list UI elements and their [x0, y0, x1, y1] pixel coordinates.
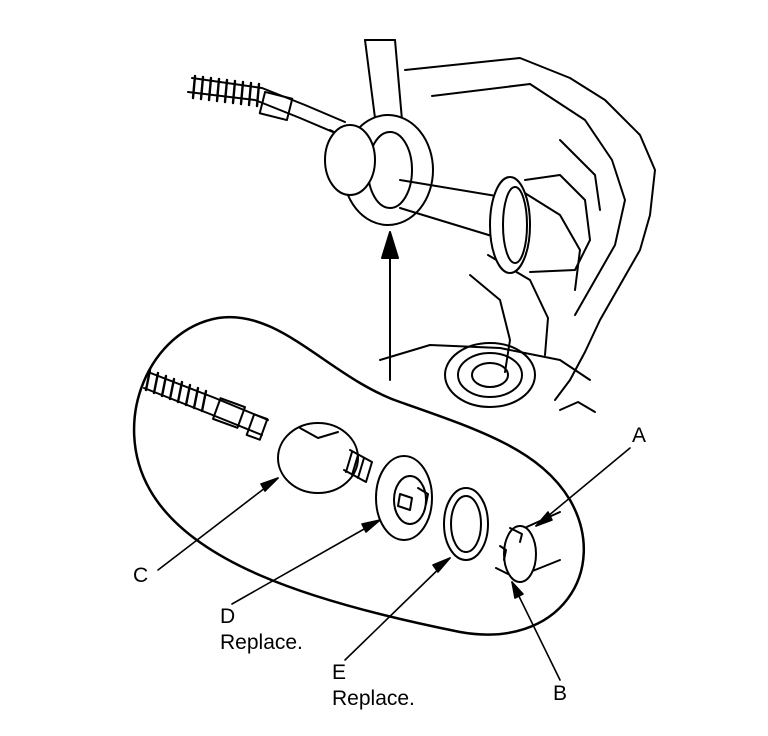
part-c-socket-top: [299, 427, 339, 439]
leader-e-head: [432, 557, 451, 573]
assembly-arrow-head: [381, 231, 399, 259]
part-c-tie-rod-end: [143, 368, 373, 494]
part-c-shaft: [143, 371, 269, 436]
part-c-thread: [144, 368, 208, 413]
rack-stop: [495, 567, 509, 575]
leader-lines: [157, 447, 631, 681]
leader-d: [231, 519, 381, 605]
label-d-note: Replace.: [220, 631, 303, 654]
mount-plate: [379, 344, 591, 381]
rack-housing-outline: [404, 57, 656, 401]
rack-end: [495, 511, 561, 583]
leader-a-head: [535, 511, 553, 527]
mount-edge: [559, 401, 596, 413]
part-d-tab-2: [417, 487, 429, 505]
detail-capsule: [132, 315, 586, 636]
label-e: E: [332, 661, 347, 684]
boot-ring-inner: [502, 186, 528, 264]
boot-ring: [489, 176, 531, 274]
part-c-hex: [212, 397, 246, 429]
part-d-outer: [375, 455, 433, 541]
upper-assembly: [187, 39, 656, 401]
rack-slot-b: [499, 545, 507, 561]
housing-rib-2: [519, 189, 581, 291]
part-c-ball-socket: [277, 422, 359, 494]
leader-a: [535, 447, 631, 527]
housing-rib: [559, 139, 601, 211]
rack-housing-inner: [431, 83, 626, 316]
part-e-inner: [450, 495, 482, 553]
label-d: D: [220, 605, 236, 628]
bracket-lower: [469, 274, 511, 373]
knuckle-arm: [364, 39, 403, 121]
rack-end-face: [503, 525, 537, 583]
part-d-lock-washer: [375, 455, 433, 541]
upper-shaft: [187, 77, 346, 136]
part-c-stud: [343, 449, 373, 483]
leader-b: [511, 581, 561, 681]
part-c-collar: [245, 413, 269, 441]
bushing-mount: [379, 342, 596, 413]
part-c-stud-thread: [345, 451, 365, 479]
label-b: B: [553, 682, 568, 705]
bushing-inner: [471, 362, 509, 388]
part-d-tab: [397, 493, 413, 511]
rod-end-cup: [324, 124, 376, 196]
rack-slot-a: [509, 527, 523, 543]
leader-d-head: [361, 519, 381, 533]
leader-b-head: [511, 581, 524, 599]
upper-thread: [191, 74, 261, 108]
label-e-note: Replace.: [332, 687, 415, 710]
label-a: A: [632, 424, 647, 447]
leader-e: [344, 557, 451, 661]
boot-body: [524, 174, 591, 273]
label-c: C: [133, 564, 149, 587]
leader-c: [157, 477, 279, 571]
part-e-stop-washer: [443, 487, 489, 561]
bushing-mid: [457, 352, 523, 398]
bushing-outer: [444, 342, 536, 408]
upper-hex: [258, 90, 294, 122]
leader-c-head: [260, 477, 279, 492]
